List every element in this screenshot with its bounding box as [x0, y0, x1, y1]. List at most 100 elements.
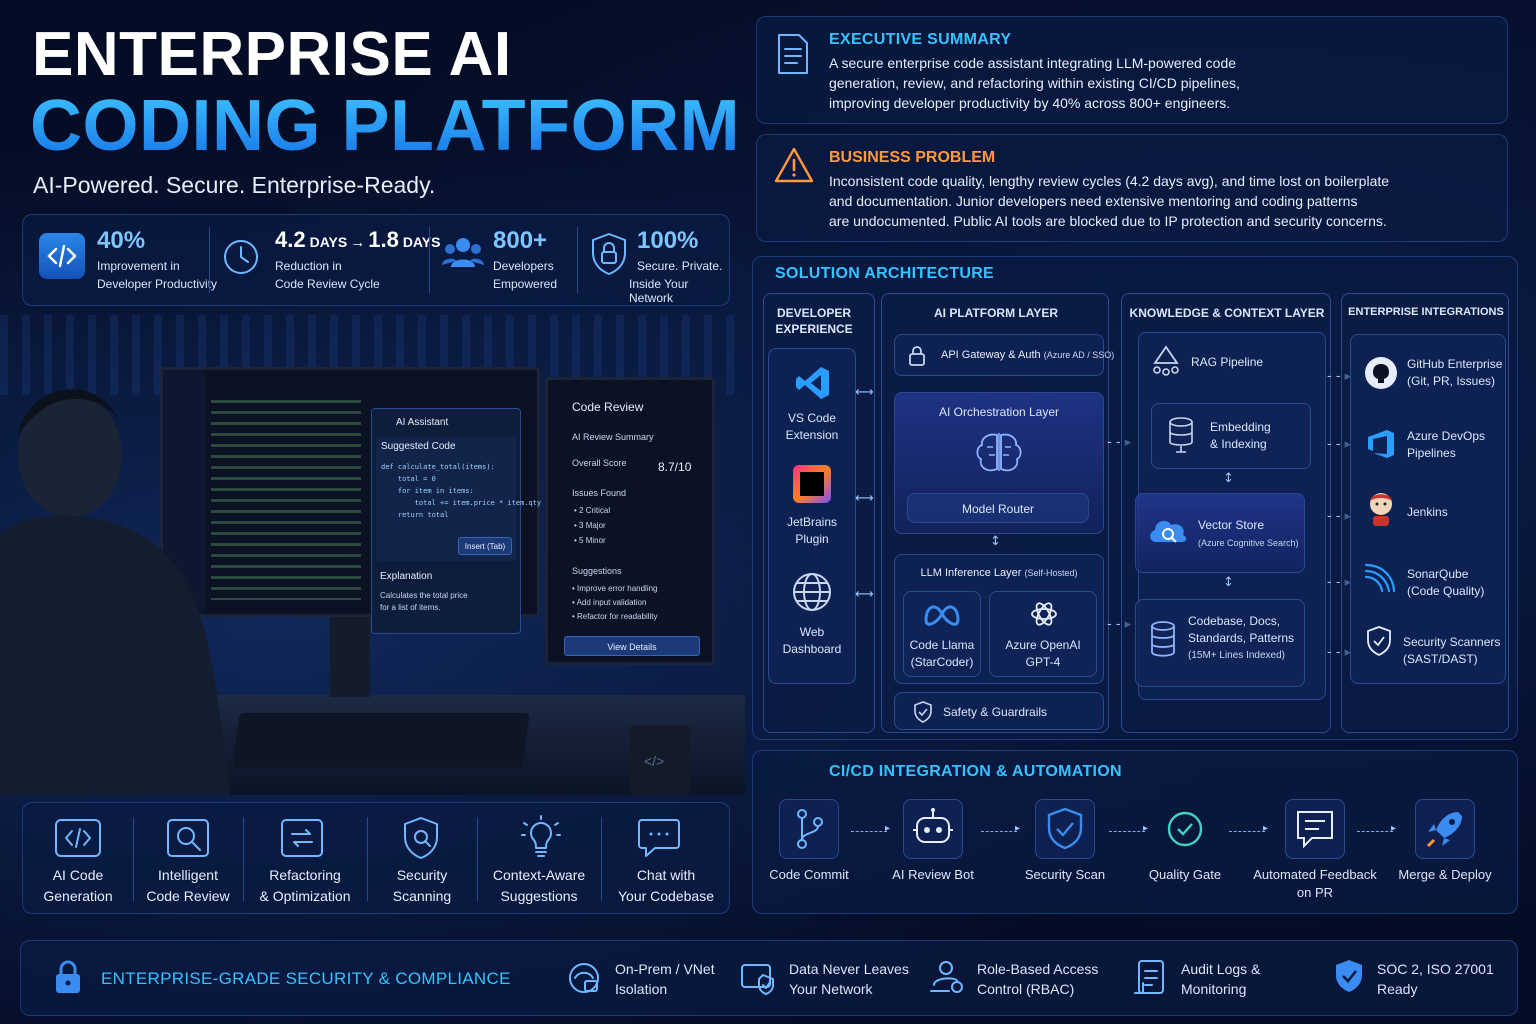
- database-icon: [1166, 416, 1196, 456]
- feature-label: & Optimization: [259, 888, 351, 904]
- arrowhead: ▸: [1143, 823, 1149, 834]
- network-isolation-icon: [565, 959, 603, 997]
- feature-label: Generation: [43, 888, 113, 904]
- stats-bar: 40% Improvement in Developer Productivit…: [22, 214, 730, 306]
- executive-summary-title: EXECUTIVE SUMMARY: [829, 31, 1012, 48]
- code-line: return total: [381, 511, 449, 519]
- monitor-main: AI Assistant Suggested Code def calculat…: [160, 367, 541, 634]
- solution-architecture-panel: SOLUTION ARCHITECTURE DEVELOPER EXPERIEN…: [752, 256, 1518, 740]
- feature-label: Context-Aware: [492, 867, 586, 883]
- cicd-panel: CI/CD INTEGRATION & AUTOMATION Code Comm…: [752, 750, 1518, 914]
- code-llama-box[interactable]: Code Llama (StarCoder): [903, 591, 981, 677]
- suggestion-item: • Refactor for readability: [572, 612, 658, 621]
- cicd-step-label: Merge & Deploy: [1398, 867, 1492, 882]
- arrowhead: ▸: [1263, 823, 1269, 834]
- vector-store-box[interactable]: Vector Store (Azure Cognitive Search): [1135, 493, 1305, 573]
- cicd-step-label: on PR: [1296, 885, 1334, 900]
- jenkins-icon: [1365, 489, 1397, 527]
- dev-tool-label: Plugin: [795, 532, 829, 546]
- keyboard: [232, 713, 530, 767]
- openai-icon: [1028, 598, 1060, 630]
- llm-inference-box[interactable]: LLM Inference Layer (Self-Hosted) Code L…: [894, 554, 1104, 684]
- dev-tool-label: Web: [799, 625, 825, 639]
- embedding-label: & Indexing: [1210, 437, 1267, 451]
- merge-deploy-step[interactable]: [1415, 799, 1475, 859]
- security-item-label: Ready: [1377, 981, 1418, 997]
- security-item-label: On-Prem / VNet: [615, 961, 715, 977]
- business-problem-text: Inconsistent code quality, lengthy revie…: [829, 173, 1390, 189]
- model-label: (StarCoder): [910, 655, 974, 669]
- codebase-sub: (15M+ Lines Indexed): [1188, 650, 1286, 661]
- model-label: Azure OpenAI: [1005, 638, 1081, 652]
- codebase-box[interactable]: Codebase, Docs, Standards, Patterns (15M…: [1135, 599, 1305, 687]
- solution-architecture-title: SOLUTION ARCHITECTURE: [775, 265, 995, 282]
- cicd-step-label: Code Commit: [769, 867, 849, 882]
- overall-score-label: Overall Score: [572, 458, 627, 468]
- stat-unit-after: DAYS: [402, 234, 441, 250]
- model-router-button[interactable]: Model Router: [907, 493, 1089, 523]
- dev-tool-label: Dashboard: [782, 642, 842, 656]
- ai-orchestration-label: AI Orchestration Layer: [938, 405, 1060, 419]
- feature-label: Scanning: [392, 888, 452, 904]
- integration-label: (Git, PR, Issues): [1407, 374, 1496, 388]
- executive-summary-text: A secure enterprise code assistant integ…: [829, 55, 1237, 71]
- integration-label: Pipelines: [1407, 446, 1456, 460]
- arrowhead: ▸: [1015, 823, 1021, 834]
- column-header: DEVELOPER: [776, 306, 851, 320]
- stat-label-line2: Code Review Cycle: [275, 277, 380, 291]
- lock-icon: [907, 344, 927, 368]
- magnifier-icon: [165, 817, 211, 859]
- model-label: GPT-4: [1025, 655, 1061, 669]
- stat-unit-before: DAYS: [309, 234, 348, 250]
- dev-tool-label: VS Code: [787, 411, 837, 425]
- integration-label: Azure DevOps: [1407, 429, 1486, 443]
- cicd-step-label: AI Review Bot: [892, 867, 974, 882]
- view-details-button[interactable]: View Details: [564, 636, 700, 656]
- api-gateway-box[interactable]: API Gateway & Auth (Azure AD / SSO): [894, 334, 1114, 376]
- security-scan-step[interactable]: [1035, 799, 1095, 859]
- divider: [601, 817, 602, 901]
- stat-label-line2: Inside Your Network: [629, 277, 689, 305]
- hero-title-line1: ENTERPRISE AI: [32, 20, 512, 89]
- vertical-arrow: ↕: [990, 534, 1001, 549]
- jetbrains-icon-inner: [800, 472, 824, 496]
- knowledge-context-column: KNOWLEDGE & CONTEXT LAYER RAG Pipeline E…: [1121, 293, 1331, 733]
- safety-guardrails-box[interactable]: Safety & Guardrails: [894, 692, 1104, 730]
- stat-label-line1: Improvement in: [97, 259, 180, 273]
- developer-illustration: AI Assistant Suggested Code def calculat…: [0, 315, 745, 795]
- ai-assistant-panel: AI Assistant Suggested Code def calculat…: [371, 408, 541, 634]
- security-item-label: Monitoring: [1181, 981, 1247, 997]
- coffee-mug: </>: [630, 725, 690, 795]
- document-icon: [775, 31, 811, 77]
- security-title: ENTERPRISE-GRADE SECURITY & COMPLIANCE: [101, 969, 511, 988]
- insert-button[interactable]: Insert (Tab): [458, 537, 512, 555]
- divider: [133, 817, 134, 901]
- embedding-box[interactable]: Embedding & Indexing: [1151, 403, 1311, 469]
- executive-summary-panel: EXECUTIVE SUMMARY A secure enterprise co…: [756, 16, 1508, 124]
- business-problem-panel: BUSINESS PROBLEM Inconsistent code quali…: [756, 134, 1508, 242]
- jetbrains-icon: [793, 465, 831, 503]
- code-commit-step[interactable]: [779, 799, 839, 859]
- automated-feedback-step[interactable]: [1285, 799, 1345, 859]
- data-shield-icon: [739, 959, 777, 997]
- warning-icon: [773, 145, 815, 185]
- divider: [429, 227, 430, 293]
- feature-label: Refactoring: [269, 867, 341, 883]
- ai-orchestration-box[interactable]: AI Orchestration Layer Model Router: [894, 392, 1104, 534]
- issue-item: • 3 Major: [574, 521, 606, 530]
- dev-tool-label: Extension: [785, 428, 839, 442]
- integration-label: (Code Quality): [1407, 584, 1485, 598]
- azure-openai-box[interactable]: Azure OpenAI GPT-4: [989, 591, 1097, 677]
- api-gateway-label: API Gateway & Auth (Azure AD / SSO): [941, 349, 1114, 361]
- github-icon: [1365, 357, 1397, 389]
- brain-icon: [973, 429, 1025, 477]
- ai-review-bot-step[interactable]: [903, 799, 963, 859]
- padlock-icon: [53, 959, 83, 995]
- quality-gate-step[interactable]: [1155, 799, 1215, 859]
- divider: [209, 227, 210, 293]
- suggested-code-title: Suggested Code: [381, 441, 456, 452]
- audit-log-icon: [1133, 957, 1169, 997]
- dev-tool-label: JetBrains: [786, 515, 838, 529]
- features-bar: AI Code Generation Intelligent Code Revi…: [22, 802, 730, 914]
- integration-label: Security Scanners: [1403, 635, 1501, 649]
